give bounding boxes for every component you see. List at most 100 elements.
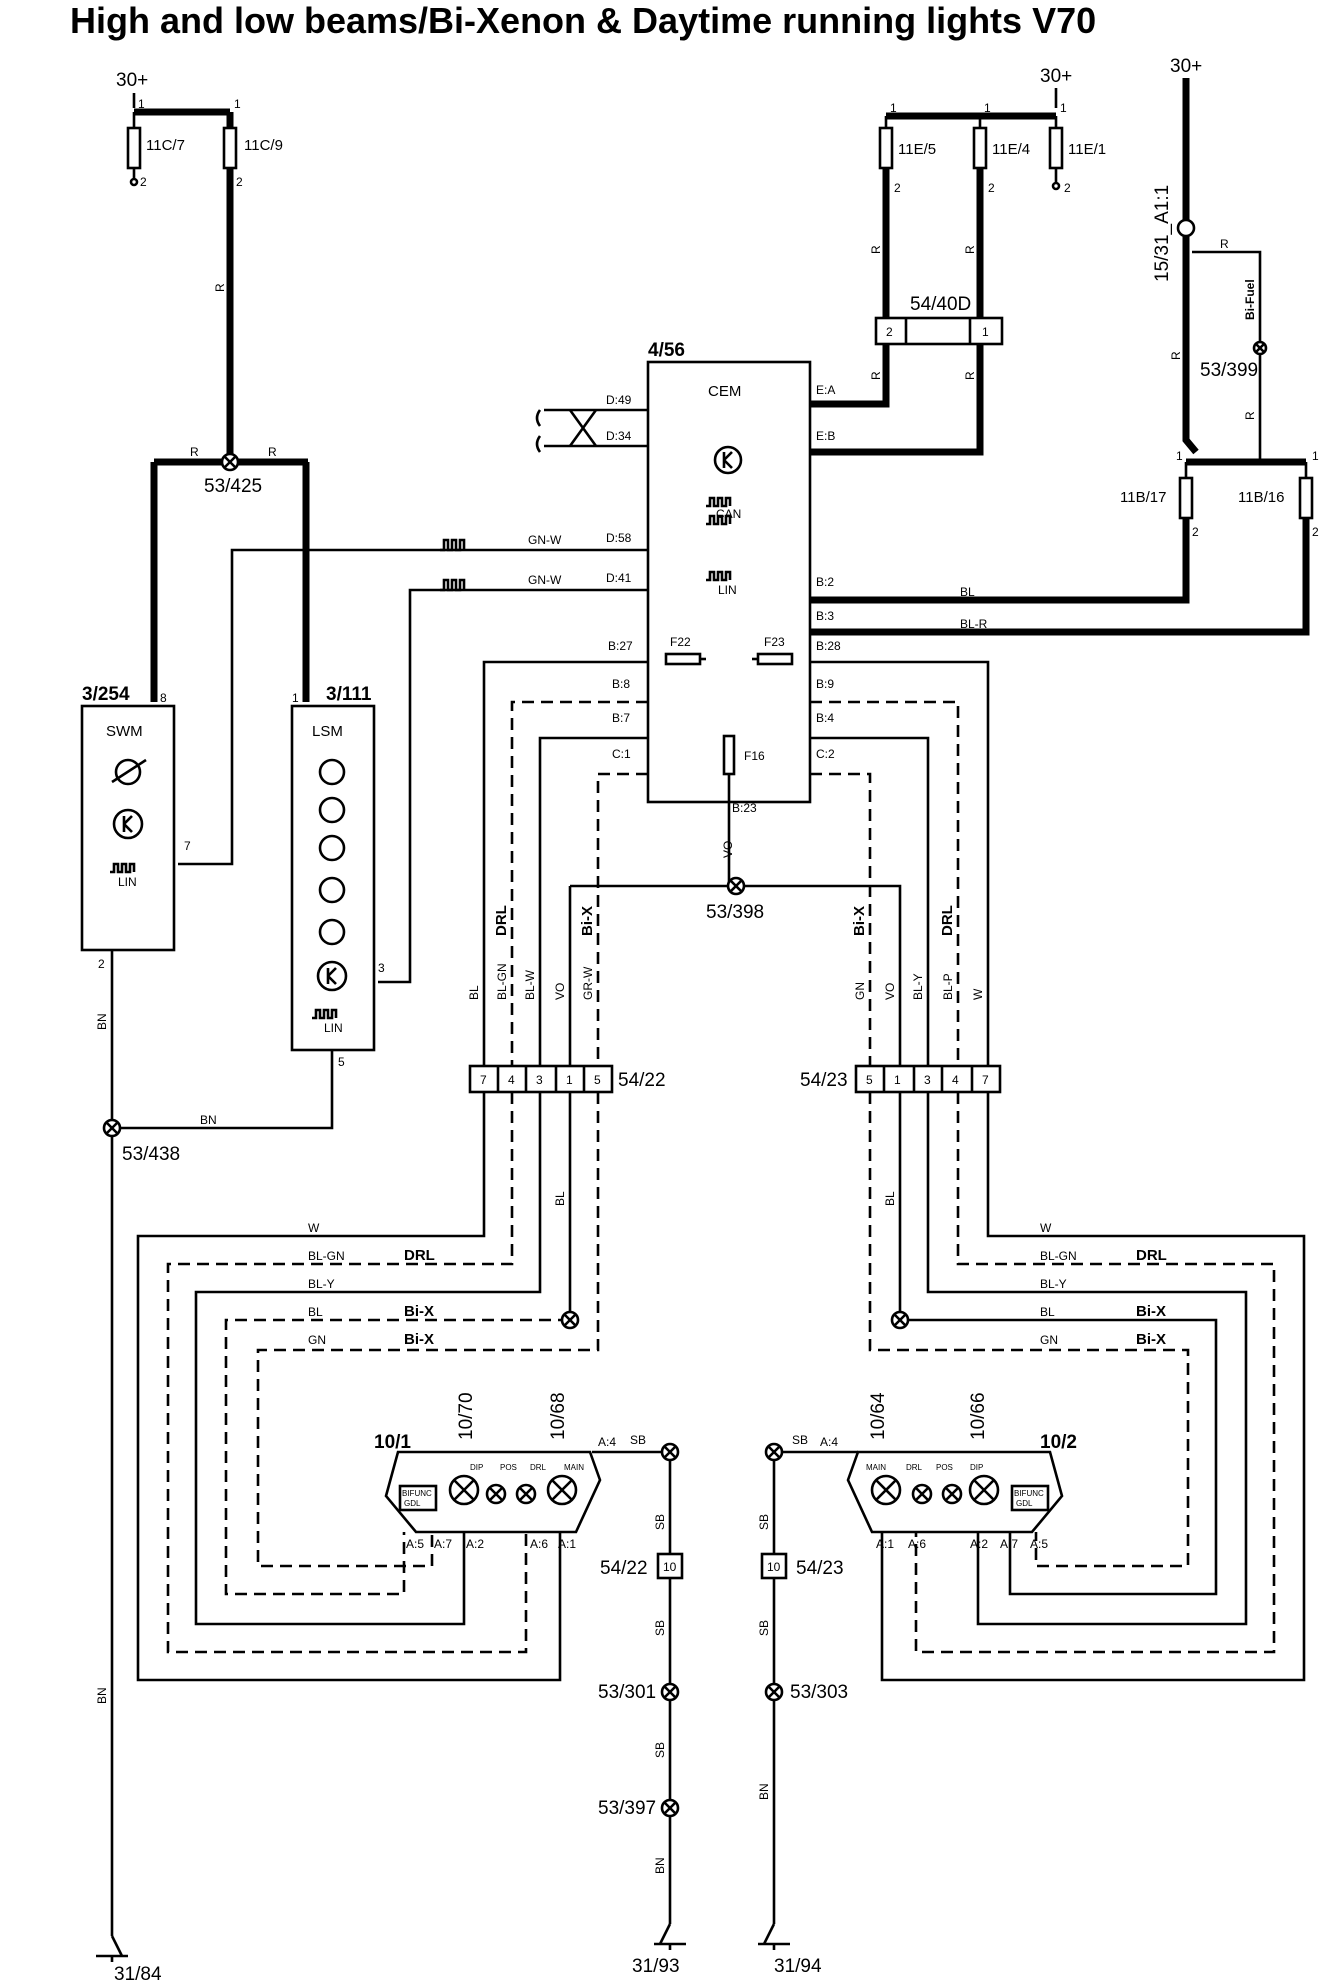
cem-lin: LIN <box>718 583 737 597</box>
ground-symbol <box>96 1935 128 1962</box>
wire-color-gnw: GN-W <box>528 533 562 547</box>
splice-53-399-label: 53/399 <box>1200 360 1258 381</box>
wire-color-drl: DRL <box>1136 1247 1167 1264</box>
fuse-11e4-pin2: 2 <box>988 181 995 195</box>
wire-color-grw: GR-W <box>581 966 595 1000</box>
headlamp-label-gdl: GDL <box>1016 1499 1033 1508</box>
connector-54-22: 7 4 3 1 5 54/22 <box>468 1064 666 1094</box>
wire-color-bn: BN <box>95 1013 109 1030</box>
wire-color-bix: Bi-X <box>851 906 868 936</box>
lin-signal-icon <box>312 1008 338 1020</box>
cem-ref: 4/56 <box>648 340 685 361</box>
supply-label-right: 30+ <box>1170 56 1202 77</box>
wire-color-w: W <box>1040 1221 1052 1235</box>
headlamp-label-drl: DRL <box>530 1463 547 1472</box>
fuse-11e4-pin1: 1 <box>984 101 991 115</box>
swm-pin2: 2 <box>98 957 105 971</box>
wire-color-sb: SB <box>792 1433 808 1447</box>
headlamp-label-pos: POS <box>500 1463 517 1472</box>
fuse-11e1-pin1: 1 <box>1060 101 1067 115</box>
swm-name: SWM <box>106 723 143 740</box>
headlamp-pin: A:5 <box>1030 1537 1048 1551</box>
headlamp-label-main: MAIN <box>866 1463 886 1472</box>
connector-54-23-label: 54/23 <box>800 1070 848 1091</box>
transistor-icon <box>112 808 144 840</box>
fog-light-front-icon <box>318 876 346 904</box>
fuse-11e4-label: 11E/4 <box>992 141 1030 158</box>
wire-color-bn: BN <box>653 1857 667 1874</box>
swm-module: 3/254 8 SWM LIN 7 2 <box>80 684 191 971</box>
fuse-11b16-label: 11B/16 <box>1238 489 1284 506</box>
transistor-icon <box>316 960 348 992</box>
splice-53-301-label: 53/301 <box>598 1682 656 1703</box>
cem-pin-b3: B:3 <box>816 609 834 623</box>
connector-pin: 4 <box>508 1073 515 1087</box>
wire-color-blgn: BL-GN <box>495 963 509 1000</box>
connector-pin: 7 <box>480 1073 487 1087</box>
splice-53-425: 53/425 R R <box>150 445 310 702</box>
wire-color-bl: BL <box>1040 1305 1055 1319</box>
wire-color-gn: GN <box>1040 1333 1058 1347</box>
lin-signal-icon <box>706 570 732 582</box>
wire-color-vo: VO <box>721 841 735 858</box>
wire-color-r: R <box>1220 237 1229 251</box>
wire-color-r: R <box>869 245 883 254</box>
connector-54-23b-label: 54/23 <box>796 1558 844 1579</box>
cem-pin-c1: C:1 <box>612 747 631 761</box>
connector-pin: 3 <box>924 1073 931 1087</box>
cem-pin-b27: B:27 <box>608 639 633 653</box>
wire-color-bl: BL <box>553 1191 567 1206</box>
connector-54-40d: 54/40D 2 1 R R <box>810 294 1004 456</box>
ground-31-94-label: 31/94 <box>774 1956 822 1977</box>
wire-color-r: R <box>869 371 883 380</box>
swm-pin8: 8 <box>160 691 167 705</box>
wire-labels-left: BL BL-GN DRL BL-W VO GR-W Bi-X <box>467 905 596 1000</box>
wire-color-bix: Bi-X <box>404 1331 434 1348</box>
wire-color-r: R <box>268 445 277 459</box>
fuse-11e5-pin2: 2 <box>894 181 901 195</box>
headlamp-pin: A:5 <box>406 1537 424 1551</box>
wire-color-bly: BL-Y <box>911 973 925 1000</box>
headlamp-right: 10/2 10/64 10/66 BIFUNC GDL MAIN DRL POS… <box>774 1392 1077 1551</box>
splice-53-303-label: 53/303 <box>790 1682 848 1703</box>
wire-color-sb: SB <box>757 1620 771 1636</box>
fuse-11c7-pin2: 2 <box>140 175 147 189</box>
fuse-11b16-pin1: 1 <box>1312 449 1319 463</box>
lsm-pin3: 3 <box>378 961 385 975</box>
wire-color-bix: Bi-X <box>404 1303 434 1320</box>
wire-color-gn: GN <box>853 982 867 1000</box>
lsm-pin5: 5 <box>338 1055 345 1069</box>
wire-color-r: R <box>963 371 977 380</box>
connector-54-40d-pin2: 2 <box>886 325 893 339</box>
fuse-f22: F22 <box>670 635 691 649</box>
ground-chain-left: SB SB 10 54/22 SB 53/301 SB 53/397 BN 31… <box>598 1433 686 1977</box>
lsm-name: LSM <box>312 723 343 740</box>
ground-31-93-label: 31/93 <box>632 1956 680 1977</box>
headlamp-label-pos: POS <box>936 1463 953 1472</box>
wire-color-bn: BN <box>200 1113 217 1127</box>
headlamp-left: 10/1 10/70 10/68 BIFUNC GDL DIP POS DRL … <box>374 1392 670 1551</box>
headlamp-label-drl: DRL <box>906 1463 923 1472</box>
headlamp-pin: A:2 <box>466 1537 484 1551</box>
wire-color-gnw: GN-W <box>528 573 562 587</box>
headlamp-label-bifunc: BIFUNC <box>1014 1489 1044 1498</box>
wire-color-w: W <box>971 988 985 1000</box>
headlamp-pin: A:7 <box>1000 1537 1018 1551</box>
fuse-11b16-pin2: 2 <box>1312 525 1319 539</box>
headlamp-pin: A:1 <box>876 1537 894 1551</box>
wire-color-w: W <box>308 1221 320 1235</box>
splice-53-438-label: 53/438 <box>122 1144 180 1165</box>
cem-pin-b28: B:28 <box>816 639 841 653</box>
lsm-lin: LIN <box>324 1021 343 1035</box>
fuse-f23: F23 <box>764 635 785 649</box>
cem-pin-d49: D:49 <box>606 393 632 407</box>
cem-pin-b4: B:4 <box>816 711 834 725</box>
fuse-11e5-pin1: 1 <box>890 101 897 115</box>
splice-53-398-label: 53/398 <box>706 902 764 923</box>
ground-symbol <box>758 1923 790 1950</box>
wire-color-bl: BL <box>883 1191 897 1206</box>
splice-53-425-label: 53/425 <box>204 476 262 497</box>
wire-color-blw: BL-W <box>523 969 537 1000</box>
supply-label-left: 30+ <box>116 70 148 91</box>
connector-54-40d-label: 54/40D <box>910 294 971 315</box>
